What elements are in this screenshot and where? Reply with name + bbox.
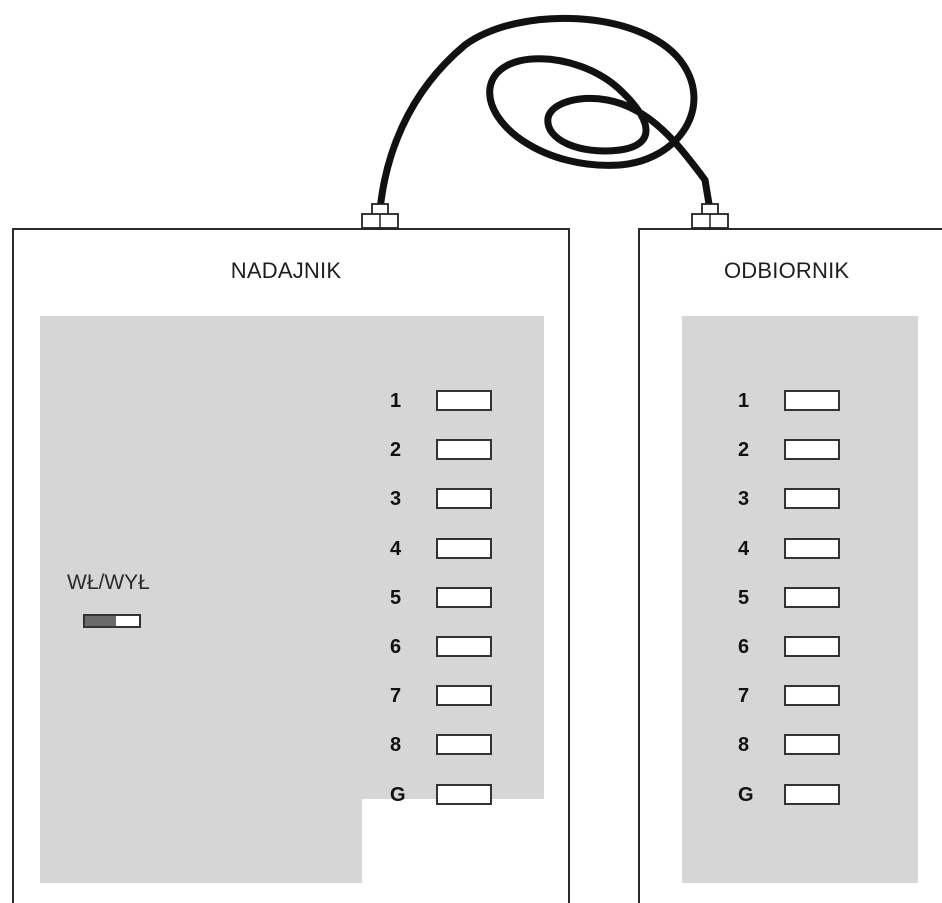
transmitter-led-indicator <box>436 636 492 657</box>
transmitter-led-indicator <box>436 538 492 559</box>
receiver-led-label: 2 <box>738 439 750 461</box>
power-switch-label: WŁ/WYŁ <box>67 571 150 594</box>
receiver-led-indicator <box>784 685 840 706</box>
transmitter-led-label: 2 <box>390 439 402 461</box>
power-switch[interactable] <box>83 614 141 628</box>
receiver-led-indicator <box>784 636 840 657</box>
transmitter-led-label: 1 <box>390 390 402 412</box>
transmitter-led-label: 4 <box>390 538 402 560</box>
transmitter-led-row: 5 <box>390 586 530 610</box>
transmitter-led-indicator <box>436 734 492 755</box>
transmitter-led-indicator <box>436 685 492 706</box>
transmitter-led-row: 7 <box>390 684 530 708</box>
receiver-led-label: 6 <box>738 636 750 658</box>
transmitter-led-label: 3 <box>390 488 402 510</box>
transmitter-led-indicator <box>436 439 492 460</box>
transmitter-led-label: 8 <box>390 734 402 756</box>
transmitter-led-indicator <box>436 390 492 411</box>
connector-receiver <box>691 203 729 229</box>
receiver-led-indicator <box>784 538 840 559</box>
receiver-led-row: 1 <box>738 389 878 413</box>
transmitter-led-label: G <box>390 784 406 806</box>
receiver-led-label: 1 <box>738 390 750 412</box>
transmitter-led-indicator <box>436 784 492 805</box>
receiver-title: ODBIORNIK <box>724 258 850 283</box>
receiver-led-indicator <box>784 587 840 608</box>
transmitter-led-row: G <box>390 783 530 807</box>
receiver-led-indicator <box>784 390 840 411</box>
receiver-led-label: 8 <box>738 734 750 756</box>
transmitter-led-row: 3 <box>390 487 530 511</box>
receiver-led-row: 5 <box>738 586 878 610</box>
receiver-led-row: 2 <box>738 438 878 462</box>
receiver-led-row: 4 <box>738 537 878 561</box>
receiver-led-indicator <box>784 734 840 755</box>
receiver-led-indicator <box>784 488 840 509</box>
receiver-led-label: 4 <box>738 538 750 560</box>
transmitter-panel-lower <box>40 799 362 883</box>
connector-transmitter <box>361 203 399 229</box>
transmitter-led-indicator <box>436 587 492 608</box>
transmitter-led-row: 8 <box>390 733 530 757</box>
receiver-led-indicator <box>784 784 840 805</box>
transmitter-led-row: 1 <box>390 389 530 413</box>
receiver-led-label: G <box>738 784 754 806</box>
transmitter-led-row: 6 <box>390 635 530 659</box>
receiver-led-label: 3 <box>738 488 750 510</box>
receiver-led-row: 7 <box>738 684 878 708</box>
receiver-led-indicator <box>784 439 840 460</box>
receiver-led-row: 3 <box>738 487 878 511</box>
transmitter-led-label: 7 <box>390 685 402 707</box>
transmitter-title: NADAJNIK <box>230 258 342 283</box>
receiver-led-row: G <box>738 783 878 807</box>
power-switch-knob[interactable] <box>85 616 116 626</box>
transmitter-led-row: 4 <box>390 537 530 561</box>
transmitter-led-row: 2 <box>390 438 530 462</box>
transmitter-led-label: 6 <box>390 636 402 658</box>
transmitter-led-indicator <box>436 488 492 509</box>
receiver-led-label: 7 <box>738 685 750 707</box>
transmitter-led-label: 5 <box>390 587 402 609</box>
cable-line <box>376 14 714 214</box>
receiver-led-label: 5 <box>738 587 750 609</box>
receiver-led-row: 8 <box>738 733 878 757</box>
receiver-led-row: 6 <box>738 635 878 659</box>
